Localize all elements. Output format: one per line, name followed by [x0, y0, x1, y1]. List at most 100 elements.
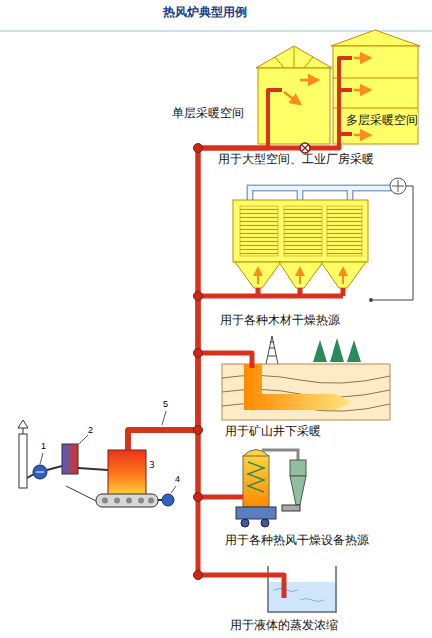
pump [261, 519, 269, 527]
application-group: 用于大型空间、工业厂房采暖单层采暖空间多层采暖空间 [170, 28, 422, 168]
hot-air-pipe [339, 58, 352, 145]
hot-air-pipe [128, 296, 218, 450]
roller [138, 498, 144, 504]
lumber-stack [327, 206, 362, 256]
leader-line [40, 411, 176, 493]
cyclone-cone [290, 476, 306, 505]
mine-heating-unit: 用于矿山井下采暖 [218, 333, 408, 443]
outlet [282, 505, 300, 511]
hot-air-furnace: 3 [104, 450, 160, 498]
junction-dot [194, 292, 203, 301]
single-storey-building [256, 46, 332, 145]
junction-dot [194, 493, 203, 502]
node-label: 单层采暖空间 [172, 106, 244, 120]
heat-exchanger [62, 444, 78, 474]
tree [313, 340, 327, 362]
node-label: 用于液体的蒸发浓缩 [230, 618, 338, 632]
pump [241, 519, 249, 527]
heated-shaft [244, 364, 352, 410]
warm-air-arrow [257, 268, 259, 284]
base-machine [236, 507, 276, 519]
feed-conveyor [66, 486, 98, 502]
roller [114, 498, 120, 504]
title-rule [0, 31, 432, 32]
exhaust-duct-core [250, 188, 392, 200]
roof [331, 30, 420, 46]
node-label: 用于各种热风干燥设备热源 [225, 533, 369, 547]
lumber-kiln-unit: 用于各种木材干燥热源 [218, 170, 418, 332]
headframe [266, 336, 278, 364]
line-end-dot [369, 298, 373, 302]
lumber-stack [284, 206, 322, 256]
warm-air-arrow [284, 92, 300, 104]
warm-air-arrow [354, 89, 370, 92]
dryer-unit: 用于各种热风干燥设备热源 [218, 440, 378, 552]
junction-dot [194, 349, 203, 358]
hopper [279, 262, 323, 288]
hot-air-pipe [218, 353, 252, 368]
drying-tower [243, 456, 269, 507]
hot-air-pipe [218, 575, 284, 598]
mine-section [218, 336, 390, 420]
return-line [372, 186, 413, 300]
floor-line [333, 78, 418, 108]
fan-blade [392, 180, 404, 192]
hot-air-pipe [268, 90, 282, 145]
building-body [333, 46, 418, 144]
warm-air-arrow [299, 268, 301, 284]
junction-dot [194, 571, 203, 580]
warm-air-arrow [300, 79, 318, 82]
warm-air-arrow [342, 268, 344, 284]
junction-dot [194, 144, 203, 153]
liquid [269, 582, 335, 611]
junction-dot [194, 426, 203, 435]
hot-air-pipe [128, 145, 339, 450]
furnace-unit [18, 411, 176, 507]
hopper [321, 262, 366, 288]
tower-dome [243, 450, 269, 457]
tower-spiral [248, 462, 264, 492]
callout-number: 4 [175, 474, 180, 485]
multi-storey-space: 多层采暖空间 [333, 28, 423, 145]
roller [148, 498, 154, 504]
multi-storey-building [331, 30, 420, 145]
exhaust-arrowhead [18, 420, 28, 428]
callout-number: 2 [88, 425, 93, 436]
cyclone-body [290, 460, 306, 476]
tree [347, 340, 361, 362]
building-body [258, 68, 330, 144]
node-label: 用于各种木材干燥热源 [220, 313, 340, 327]
hot-air-pipe [218, 288, 343, 296]
kiln-chamber [233, 200, 368, 262]
duct [158, 499, 162, 501]
grate-base [96, 494, 158, 507]
blower-fan [162, 494, 174, 506]
lumber-stack [240, 206, 278, 256]
callout-number: 3 [149, 460, 155, 471]
valve-cross [302, 145, 309, 152]
fan [390, 178, 406, 194]
induced-draft-fan [33, 465, 47, 479]
hot-air-pipe [128, 430, 218, 497]
roller [126, 498, 132, 504]
roof-truss [256, 46, 332, 68]
callout-number: 5 [163, 399, 168, 410]
valve [300, 143, 310, 153]
hopper [235, 262, 281, 288]
hot-air-pipe [128, 430, 218, 575]
hot-air-pipe [128, 353, 218, 450]
fan-blade [36, 472, 44, 473]
callout-number: 1 [41, 441, 46, 452]
duct [27, 474, 34, 478]
single-storey-space: 单层采暖空间 [170, 45, 332, 145]
diagram-title: 热风炉典型用例 [0, 5, 410, 19]
warm-air-arrow [354, 134, 370, 137]
warm-air-arrow [354, 57, 370, 60]
lumber-kiln [218, 178, 413, 302]
duct [47, 466, 62, 470]
duct [78, 468, 108, 470]
roller [102, 498, 108, 504]
furnace-body [108, 450, 146, 495]
evaporation-tank [218, 566, 336, 612]
